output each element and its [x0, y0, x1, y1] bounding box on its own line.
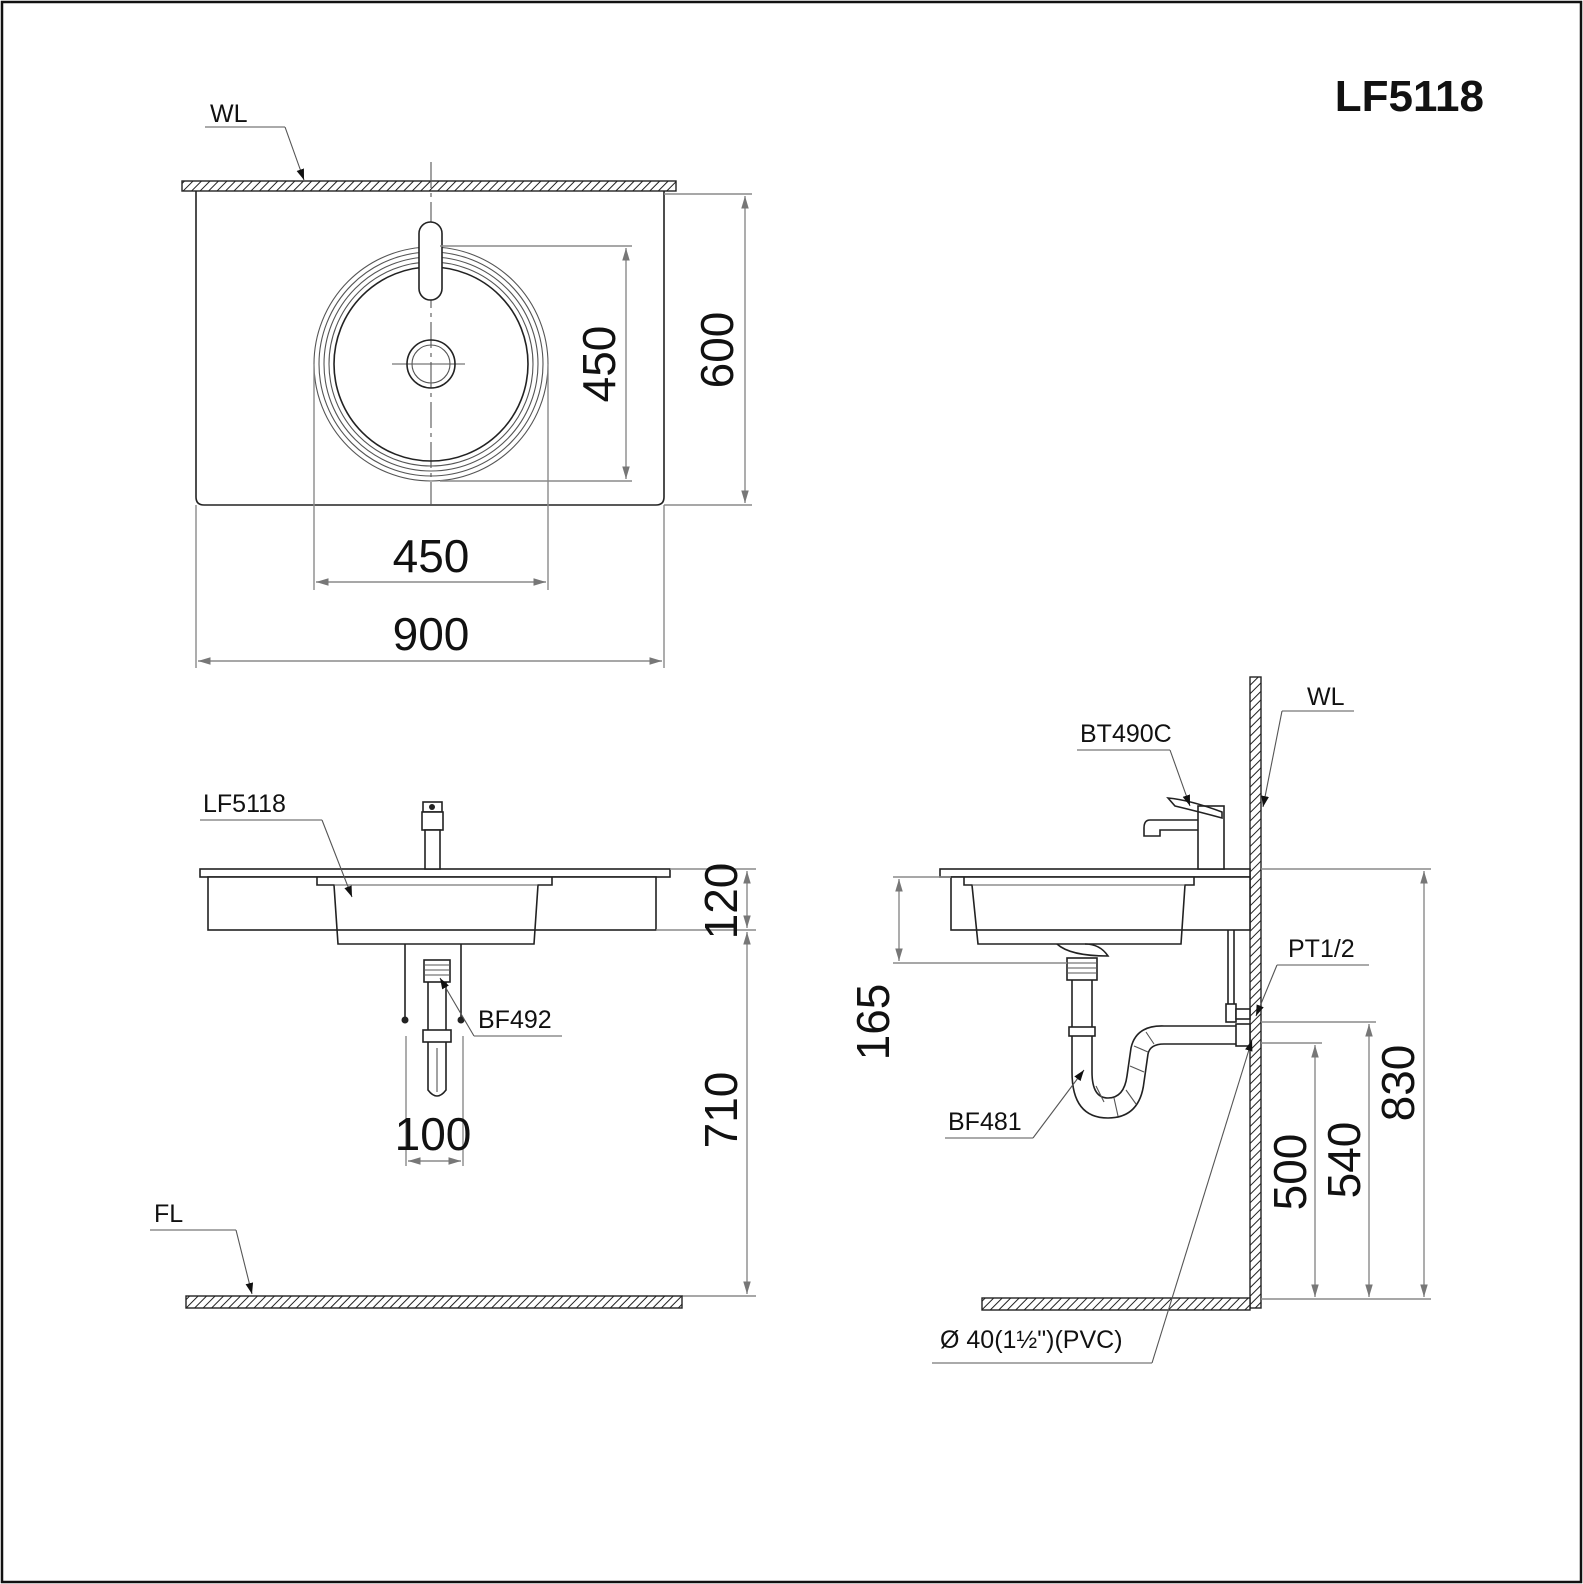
faucet-plan — [418, 221, 443, 301]
faucet-front — [421, 801, 444, 870]
drawing-title: LF5118 — [1335, 72, 1484, 121]
countertop-front — [199, 868, 671, 878]
waste-label-front: BF492 — [478, 1006, 552, 1034]
drain-inner — [411, 344, 451, 384]
drain-label: Ø 40(1½")(PVC) — [940, 1326, 1123, 1354]
drain-outline — [406, 339, 456, 389]
vanity-body-front — [207, 876, 657, 931]
trap-leader-arrow — [1032, 1069, 1085, 1139]
vanity-body-side — [950, 876, 1251, 931]
floor-hatch-side — [981, 1297, 1251, 1311]
dim-bowl-depth: 450 — [573, 326, 625, 403]
dim-overall-depth: 600 — [691, 312, 743, 389]
bowl-side — [963, 877, 1195, 945]
faucet-label: BT490C — [1080, 720, 1172, 748]
wall-label-plan: WL — [210, 100, 248, 128]
basin-label-front: LF5118 — [203, 790, 286, 818]
wall-label-side: WL — [1307, 683, 1345, 711]
supply-label: PT1/2 — [1288, 935, 1355, 963]
floor-leader-arrow — [235, 1229, 254, 1295]
wall-leader-arrow-plan — [284, 126, 305, 181]
bowl-front — [316, 877, 553, 945]
floor-label: FL — [154, 1200, 183, 1228]
side-view: BT490C WL PT1/2 BF481 Ø 40(1½")(PVC) 165… — [847, 676, 1431, 1364]
trap-label: BF481 — [948, 1108, 1022, 1136]
floor-hatch-front — [185, 1295, 683, 1309]
countertop-side — [939, 868, 1251, 878]
faucet-side — [1143, 797, 1225, 870]
dim-overall-width: 900 — [393, 608, 470, 660]
faucet-leader-arrow — [1169, 749, 1191, 807]
supply-leader-arrow — [1255, 964, 1278, 1017]
dim-bowl-width: 450 — [393, 530, 470, 582]
waste-leader-arrow — [439, 977, 475, 1037]
front-view: LF5118 BF492 100 120 710 FL — [150, 790, 756, 1309]
dim-basin-height: 120 — [695, 863, 747, 940]
trap-side — [1056, 943, 1251, 1119]
dim-supply-height: 540 — [1318, 1122, 1370, 1199]
dim-mount-height: 710 — [695, 1072, 747, 1149]
dim-rim-height: 830 — [1372, 1045, 1424, 1122]
basin-leader-arrow — [321, 819, 353, 898]
waste-assembly-front — [401, 944, 465, 1097]
supply-hose-side — [1225, 930, 1251, 1023]
countertop-outline — [195, 191, 665, 506]
wall-hatch-top — [181, 180, 677, 192]
dim-trap-depth: 165 — [847, 984, 899, 1061]
plan-view: WL 450 600 450 900 — [181, 100, 752, 668]
dim-drain-height: 500 — [1264, 1134, 1316, 1211]
wall-hatch-side — [1249, 676, 1262, 1309]
dim-trap-width: 100 — [395, 1108, 472, 1160]
drain-leader-arrow — [1151, 1039, 1253, 1364]
wall-leader-arrow-side — [1261, 710, 1283, 808]
